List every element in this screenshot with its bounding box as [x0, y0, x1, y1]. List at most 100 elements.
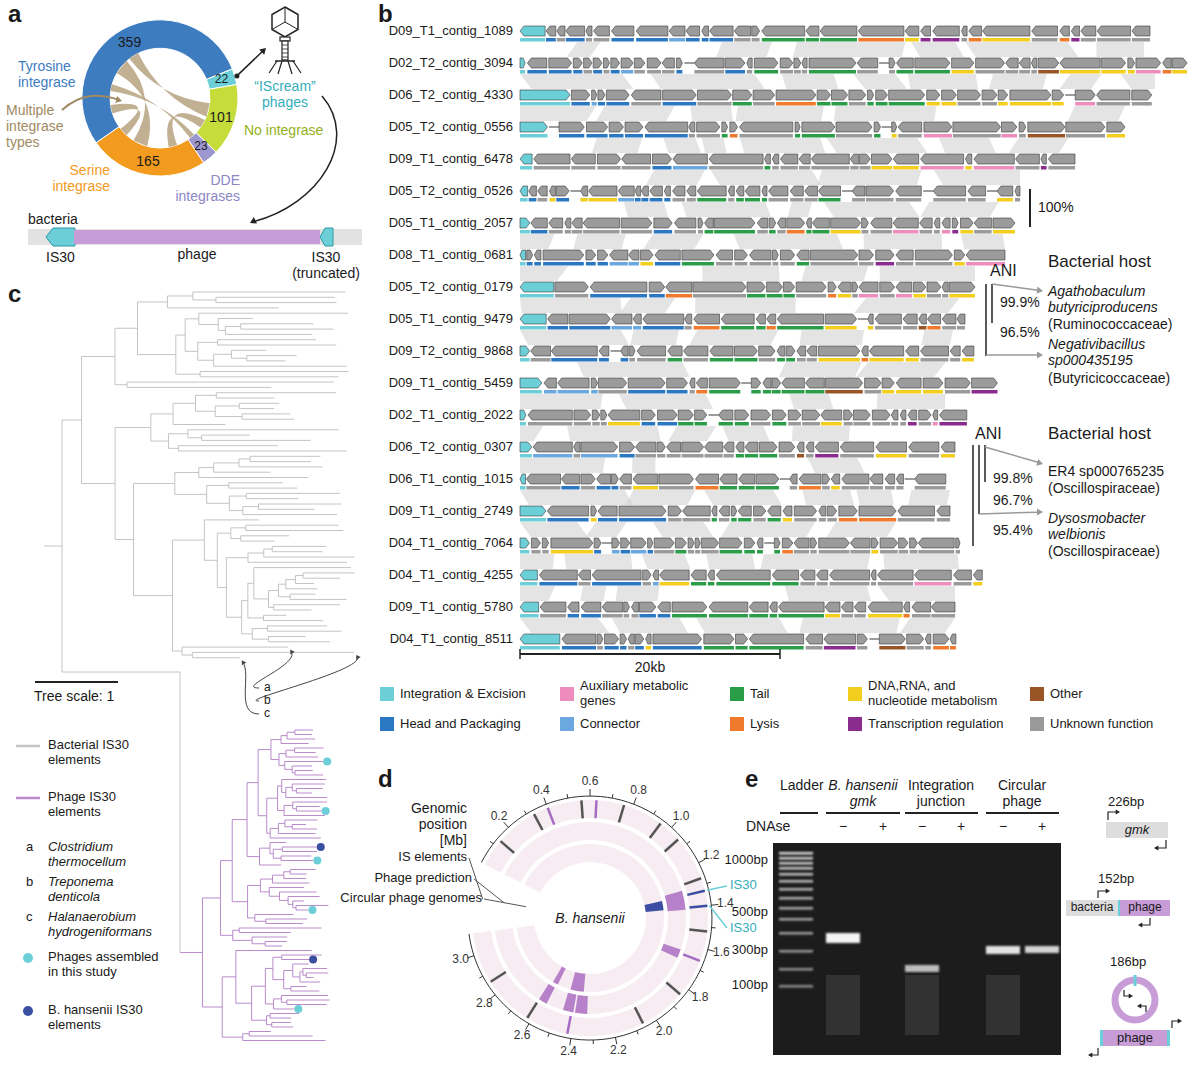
- annotation-bar: [783, 294, 794, 298]
- is30-element: [46, 228, 75, 246]
- annotation-bar: [892, 134, 897, 138]
- gene-arrow: [574, 410, 591, 420]
- gene-arrow: [907, 634, 924, 644]
- legend-line-sample: [16, 745, 40, 748]
- gene-arrow: [597, 154, 620, 164]
- segment-box: phage: [74, 230, 320, 244]
- tip-dot: [317, 843, 325, 851]
- tree-branch: [285, 769, 292, 770]
- synteny-band: [520, 458, 605, 473]
- annotation-bar: [639, 614, 656, 618]
- synteny-band: [965, 42, 1078, 57]
- annotation-bar: [625, 134, 643, 138]
- synteny-band: [704, 490, 782, 505]
- pointer-arrow: [252, 96, 337, 222]
- gene-arrow: [962, 26, 968, 36]
- gene-arrow: [716, 250, 732, 260]
- annotation-bar: [904, 614, 910, 618]
- annotation-bar: [1128, 70, 1135, 74]
- gene-arrow: [927, 90, 940, 100]
- synteny-band: [824, 202, 920, 217]
- chart-label: Tyrosine integrase: [18, 58, 88, 90]
- gel-label: −: [912, 818, 932, 834]
- tree-branch: [287, 739, 315, 740]
- annotation-bar: [709, 166, 763, 170]
- tree-branch: [286, 750, 295, 751]
- tree-branch: [229, 496, 246, 497]
- gene-arrow: [593, 58, 602, 68]
- annotation-bar: [605, 646, 619, 650]
- annotation-bar: [520, 518, 546, 522]
- annotation-bar: [702, 38, 709, 42]
- tree-branch: [246, 525, 339, 526]
- tree-branch: [291, 986, 307, 987]
- tree-branch: [248, 917, 255, 918]
- gel-band: [986, 946, 1020, 954]
- arrowhead: [250, 217, 257, 223]
- gene-arrow: [753, 90, 775, 100]
- gene-arrow: [937, 506, 950, 516]
- annotation-bar: [1132, 102, 1152, 106]
- annotation-bar: [875, 326, 901, 330]
- gene-arrow: [688, 538, 694, 548]
- synteny-band: [779, 362, 862, 377]
- tree-branch: [115, 427, 151, 428]
- annotation-bar: [754, 70, 778, 74]
- gene-arrow: [765, 154, 771, 164]
- chart-label: 165: [136, 153, 159, 169]
- tree-branch: [287, 1000, 330, 1001]
- annotation-bar: [653, 166, 672, 170]
- gene-arrow: [583, 218, 619, 228]
- contig-name: D09_T1_contig_6478: [389, 152, 513, 167]
- tree-branch: [115, 384, 127, 385]
- tree-branch: [176, 335, 185, 336]
- scale-tick: [779, 649, 781, 659]
- tree-branch: [284, 805, 293, 806]
- gene-arrow: [566, 26, 585, 36]
- segment-box: bacteria: [1066, 900, 1118, 916]
- annotation-bar: [669, 38, 685, 42]
- junction-mark: [1134, 975, 1137, 986]
- annotation-bar: [591, 390, 598, 394]
- annotation-bar: [592, 102, 597, 106]
- gene-arrow: [983, 26, 1030, 36]
- annotation-bar: [857, 70, 878, 74]
- gene-arrow: [697, 90, 731, 100]
- annotation-bar: [531, 230, 548, 234]
- tree-branch: [250, 456, 320, 457]
- tree-branch: [239, 932, 291, 933]
- annotation-bar: [998, 102, 1008, 106]
- gene-arrow: [528, 410, 572, 420]
- annotation-bar: [757, 550, 763, 554]
- gene-arrow: [1097, 90, 1130, 100]
- annotation-bar: [838, 294, 851, 298]
- tree-branch: [303, 975, 306, 976]
- gene-arrow: [571, 90, 589, 100]
- annotation-bar: [915, 70, 950, 74]
- intergenic: [869, 639, 879, 640]
- annotation-bar: [587, 134, 608, 138]
- legend-text: Phage IS30 elements: [48, 790, 160, 820]
- tree-branch: [267, 833, 270, 834]
- gene-arrow: [819, 506, 826, 516]
- gene-arrow: [927, 282, 941, 292]
- phage-head: [272, 7, 298, 37]
- tree-branch: [239, 466, 323, 467]
- annotation-bar: [915, 582, 952, 586]
- gel-label: Integration junction: [896, 777, 986, 809]
- tree-branch: [175, 494, 207, 495]
- tree-branch: [281, 743, 309, 744]
- gene-arrow: [827, 506, 836, 516]
- gene-arrow: [520, 378, 542, 388]
- scale-bar: [520, 653, 780, 655]
- tree-branch: [252, 1020, 267, 1021]
- annotation-bar: [997, 198, 1013, 202]
- tail-stripe: [282, 45, 288, 46]
- synteny-band: [761, 554, 871, 569]
- tree-branch: [193, 299, 216, 300]
- contig-name: D04_T1_contig_4255: [389, 568, 513, 583]
- annotation-bar: [794, 70, 801, 74]
- gene-arrow: [972, 378, 998, 388]
- annotation-bar: [783, 518, 792, 522]
